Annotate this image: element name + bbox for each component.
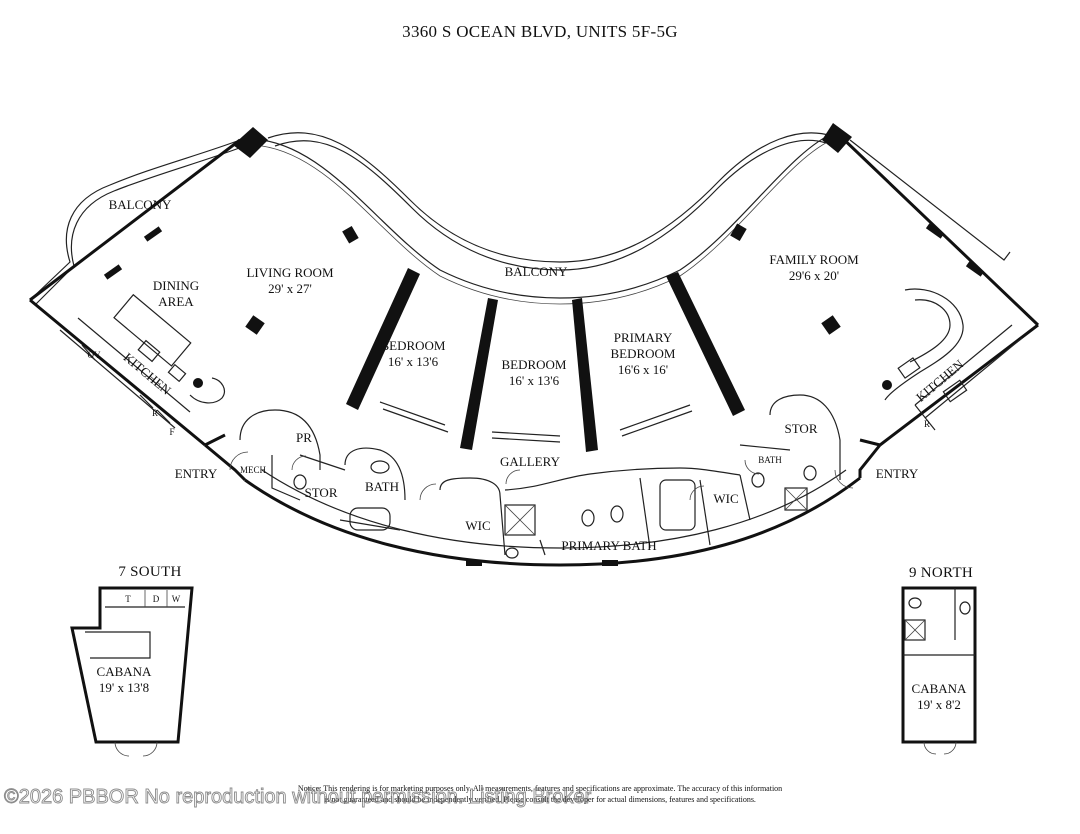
label-bedroom2-name: BEDROOM (501, 357, 566, 372)
room-labels: BALCONY BALCONY DINING AREA LIVING ROOM … (88, 197, 967, 553)
label-primary-1: PRIMARY (614, 330, 673, 345)
structural-columns (103, 123, 985, 566)
label-primary-bath: PRIMARY BATH (561, 538, 656, 553)
label-pr: PR (296, 430, 312, 445)
label-living-name: LIVING ROOM (246, 265, 333, 280)
label-bath-right: BATH (758, 455, 782, 465)
kitchen-right-fixtures (882, 288, 1023, 431)
label-bedroom1-dim: 16' x 13'6 (388, 354, 439, 369)
south-d: D (153, 594, 160, 604)
label-gallery: GALLERY (500, 454, 561, 469)
closet-fixtures (379, 401, 693, 443)
label-wic-left: WIC (465, 518, 490, 533)
south-heading: 7 SOUTH (118, 564, 181, 580)
label-family-dim: 29'6 x 20' (789, 268, 839, 283)
south-dim: 19' x 13'8 (99, 680, 149, 695)
kitchen-left-fixtures (59, 293, 225, 429)
watermark: ©2026 PBBOR No reproduction without perm… (4, 786, 592, 808)
notice-line1: Notice: This rendering is for marketing … (298, 784, 782, 793)
label-living-dim: 29' x 27' (268, 281, 312, 296)
south-w: W (172, 594, 181, 604)
interior-walls (204, 394, 882, 556)
label-r-right: R (924, 419, 930, 429)
north-dim: 19' x 8'2 (917, 697, 961, 712)
label-entry-left: ENTRY (175, 466, 218, 481)
label-ov: OV (88, 350, 101, 360)
cabana-south: 7 SOUTH T D W CABANA 19' x 13'8 (70, 564, 194, 757)
bath-fixtures (293, 460, 817, 559)
exterior-walls (29, 130, 1040, 567)
label-r-left: R (152, 408, 158, 418)
balcony-outline (29, 132, 1011, 305)
label-stor-left: STOR (305, 485, 338, 500)
door-swings (229, 451, 854, 501)
label-wic-right: WIC (713, 491, 738, 506)
label-primary-2: BEDROOM (610, 346, 675, 361)
plan-title: 3360 S OCEAN BLVD, UNITS 5F-5G (402, 22, 678, 41)
label-bath-left: BATH (365, 479, 399, 494)
label-balcony-left: BALCONY (109, 197, 172, 212)
label-entry-right: ENTRY (876, 466, 919, 481)
north-heading: 9 NORTH (909, 565, 973, 581)
south-name: CABANA (97, 664, 153, 679)
label-bedroom1-name: BEDROOM (380, 338, 445, 353)
label-f-left: F (169, 427, 174, 437)
label-primary-dim: 16'6 x 16' (618, 362, 668, 377)
label-mech: MECH (240, 465, 267, 475)
south-t: T (125, 594, 131, 604)
notice-line2: is not guaranteed and should be independ… (324, 795, 756, 804)
north-name: CABANA (912, 681, 968, 696)
label-bedroom2-dim: 16' x 13'6 (509, 373, 560, 388)
label-stor-right: STOR (785, 421, 818, 436)
label-balcony-center: BALCONY (505, 264, 568, 279)
label-dining-2: AREA (158, 294, 194, 309)
cabana-north: 9 NORTH CABANA 19' x 8'2 (901, 565, 977, 755)
label-dining-1: DINING (153, 278, 199, 293)
label-family-name: FAMILY ROOM (769, 252, 859, 267)
label-kitchen-left: KITCHEN (121, 350, 175, 399)
